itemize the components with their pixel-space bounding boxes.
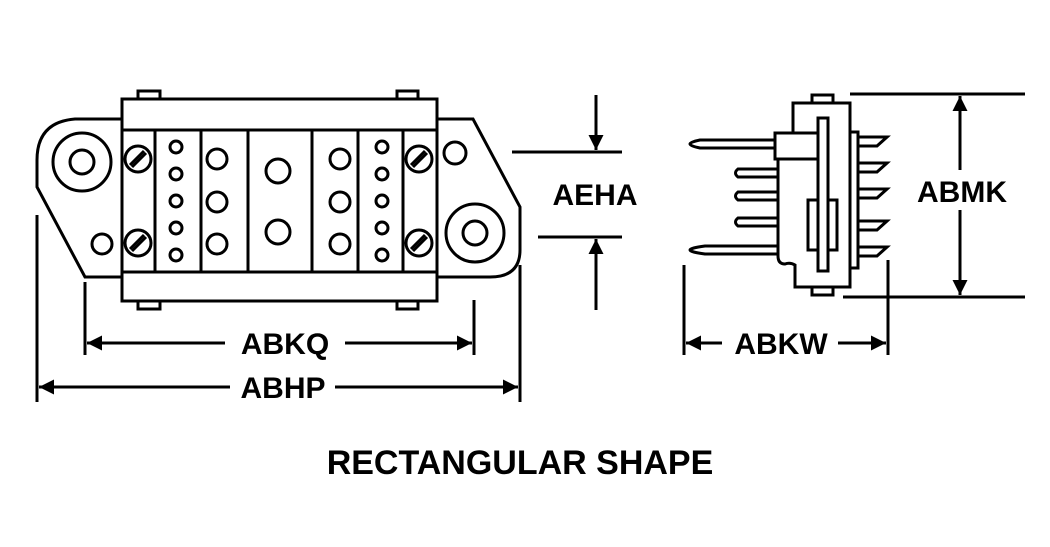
contact-hole [168, 247, 184, 263]
solder-pins [858, 135, 891, 258]
side-view [688, 93, 891, 297]
hole-right-small [442, 140, 468, 166]
insert-dividers [153, 130, 405, 272]
contact-hole [374, 247, 390, 263]
contact-hole [264, 218, 292, 246]
contact-hole [328, 147, 352, 171]
short-pin [734, 190, 780, 202]
contact-hole [168, 193, 184, 209]
side-body [776, 101, 852, 289]
short-pins [734, 167, 780, 228]
contact-hole [168, 166, 184, 182]
screw-icon [123, 228, 153, 258]
contact-hole [205, 190, 229, 214]
contact-hole [374, 139, 390, 155]
hole-left-small [90, 232, 114, 256]
solder-pin [858, 245, 891, 258]
mounting-hole-left [68, 148, 96, 176]
dimension-abkw: ABKW [682, 260, 890, 361]
dimension-abkq: ABKQ [83, 282, 476, 361]
short-pin [734, 167, 780, 179]
inner-plate [816, 116, 830, 273]
solder-pin [858, 187, 891, 200]
contact-hole [374, 220, 390, 236]
dimension-label-abhp: ABHP [240, 372, 325, 405]
screw-icon [404, 144, 434, 174]
contact-hole [264, 157, 292, 185]
dimension-label-abmk: ABMK [917, 176, 1007, 209]
solder-pin [858, 135, 891, 148]
dimension-aeha: AEHA [512, 95, 638, 310]
rear-strip [848, 130, 860, 270]
front-view [35, 89, 522, 311]
long-pin [688, 244, 795, 256]
dimension-abhp: ABHP [35, 215, 522, 405]
screws [123, 144, 434, 258]
contact-hole [168, 139, 184, 155]
long-pin [688, 138, 775, 150]
dimension-abmk: ABMK [843, 92, 1025, 299]
drawing-title: RECTANGULAR SHAPE [327, 444, 714, 482]
side-block [773, 131, 820, 161]
mounting-hole-right [461, 219, 489, 247]
dimension-label-abkq: ABKQ [241, 328, 329, 361]
contact-hole [168, 220, 184, 236]
contact-hole [374, 193, 390, 209]
solder-pin [858, 161, 891, 174]
contact-hole [328, 232, 352, 256]
screw-icon [404, 228, 434, 258]
dimension-label-aeha: AEHA [552, 179, 637, 212]
short-pin [734, 216, 780, 228]
solder-pin [858, 219, 891, 232]
contact-holes [168, 139, 390, 263]
contact-hole [374, 166, 390, 182]
screw-icon [123, 144, 153, 174]
contact-hole [328, 190, 352, 214]
dimension-label-abkw: ABKW [734, 328, 828, 361]
contact-hole [205, 232, 229, 256]
contact-hole [205, 147, 229, 171]
